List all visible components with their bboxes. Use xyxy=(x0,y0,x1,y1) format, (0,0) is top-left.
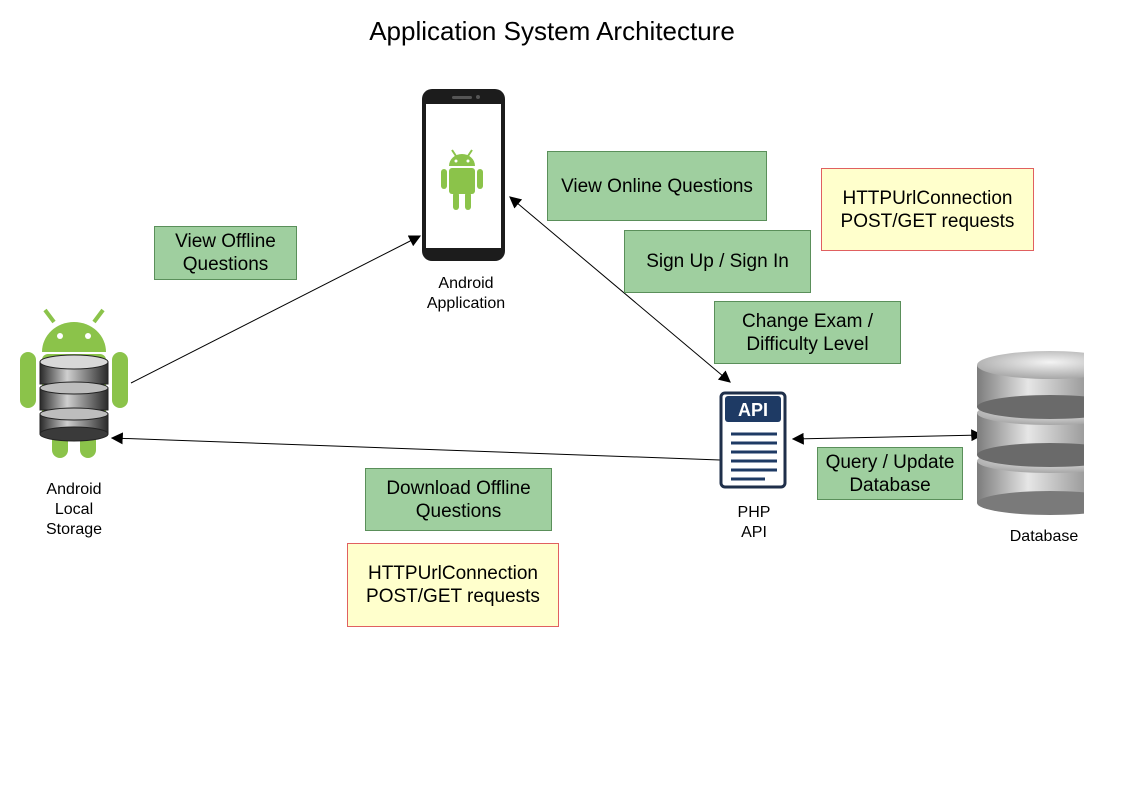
change-exam-difficulty-box: Change Exam / Difficulty Level xyxy=(714,301,901,364)
query-update-database-box: Query / Update Database xyxy=(817,447,963,500)
http-requests-note-bottom: HTTPUrlConnection POST/GET requests xyxy=(347,543,559,627)
smartphone-icon xyxy=(422,89,505,261)
sign-up-sign-in-box: Sign Up / Sign In xyxy=(624,230,811,293)
connector-api-to-app xyxy=(509,196,731,383)
view-offline-questions-box: View Offline Questions xyxy=(154,226,297,280)
connector-api-to-storage xyxy=(110,432,721,461)
view-online-questions-box: View Online Questions xyxy=(547,151,767,221)
android-robot-icon xyxy=(441,149,483,210)
connector-storage-to-app xyxy=(130,235,422,384)
api-document-icon: API xyxy=(719,391,787,489)
connector-api-to-database xyxy=(791,429,984,445)
android-database-icon xyxy=(20,308,128,458)
download-offline-questions-box: Download Offline Questions xyxy=(365,468,552,531)
database-label: Database xyxy=(1009,528,1079,545)
http-requests-note-top: HTTPUrlConnection POST/GET requests xyxy=(821,168,1034,251)
android-application-label: Android Application xyxy=(426,275,506,312)
android-local-storage-label: Android Local Storage xyxy=(45,481,103,538)
diagram-title: Application System Architecture xyxy=(369,16,735,46)
php-api-label: PHP API xyxy=(737,504,771,541)
api-badge-text: API xyxy=(738,400,768,420)
